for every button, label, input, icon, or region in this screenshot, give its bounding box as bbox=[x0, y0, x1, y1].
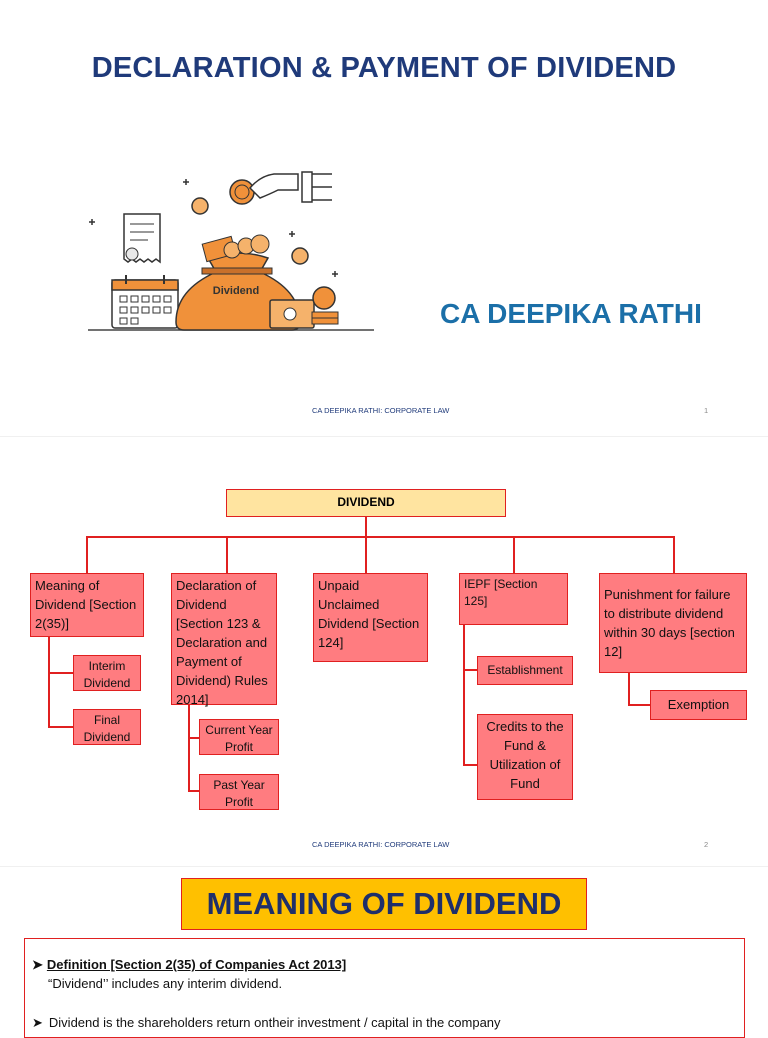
establishment-box: Establishment bbox=[477, 656, 573, 685]
arrow-bullet-icon: ➤ bbox=[32, 1015, 43, 1030]
past-year-profit-box: Past Year Profit bbox=[199, 774, 279, 810]
dividend-money-bag-icon: Dividend bbox=[88, 171, 374, 331]
interim-dividend-box: Interim Dividend bbox=[73, 655, 141, 691]
connector-line bbox=[188, 705, 190, 791]
bag-label: Dividend bbox=[213, 285, 259, 297]
banknote-icon bbox=[269, 286, 339, 329]
slide2-footer: CA DEEPIKA RATHI: CORPORATE LAW bbox=[312, 840, 450, 849]
definition-heading: ➤Definition [Section 2(35) of Companies … bbox=[32, 957, 347, 972]
slide1-title: DECLARATION & PAYMENT OF DIVIDEND bbox=[91, 52, 677, 84]
connector-line bbox=[48, 637, 50, 727]
connector-line bbox=[86, 536, 674, 538]
connector-line bbox=[673, 536, 675, 574]
connector-line bbox=[86, 536, 88, 574]
connector-line bbox=[513, 536, 515, 574]
slide-divider bbox=[0, 436, 768, 437]
bullet-return: ➤Dividend is the shareholders return ont… bbox=[32, 1015, 501, 1030]
branch-iepf-box: IEPF [Section 125] bbox=[459, 573, 568, 625]
connector-line bbox=[48, 672, 74, 674]
connector-line bbox=[463, 669, 478, 671]
slide1-page-number: 1 bbox=[704, 406, 709, 415]
connector-line bbox=[628, 673, 630, 705]
branch-punishment-box: Punishment for failure to distribute div… bbox=[599, 573, 747, 673]
connector-line bbox=[188, 737, 200, 739]
meaning-title-banner: MEANING OF DIVIDEND bbox=[181, 878, 587, 930]
connector-line bbox=[365, 536, 367, 574]
branch-declaration-box: Declaration of Dividend [Section 123 & D… bbox=[171, 573, 277, 707]
exemption-box: Exemption bbox=[650, 690, 747, 720]
final-dividend-box: Final Dividend bbox=[73, 709, 141, 745]
dividend-root-box: DIVIDEND bbox=[226, 489, 506, 517]
definition-text: “Dividend’’ includes any interim dividen… bbox=[48, 976, 283, 991]
connector-line bbox=[628, 704, 651, 706]
branch-unpaid-box: Unpaid Unclaimed Dividend [Section 124] bbox=[313, 573, 428, 662]
connector-line bbox=[463, 764, 478, 766]
slide1-footer: CA DEEPIKA RATHI: CORPORATE LAW bbox=[312, 406, 450, 415]
hand-icon bbox=[248, 173, 299, 199]
connector-line bbox=[365, 517, 367, 537]
arrow-bullet-icon: ➤ bbox=[32, 957, 43, 972]
connector-line bbox=[226, 536, 228, 574]
coin-icon bbox=[191, 179, 309, 265]
slide2-page-number: 2 bbox=[704, 840, 709, 849]
slide-divider bbox=[0, 866, 768, 867]
connector-line bbox=[463, 625, 465, 765]
current-year-profit-box: Current Year Profit bbox=[199, 719, 279, 755]
receipt-icon bbox=[123, 213, 161, 264]
credits-fund-box: Credits to the Fund & Utilization of Fun… bbox=[477, 714, 573, 800]
calendar-icon bbox=[111, 275, 179, 329]
connector-line bbox=[188, 790, 200, 792]
connector-line bbox=[48, 726, 74, 728]
author-name: CA DEEPIKA RATHI bbox=[440, 298, 702, 329]
branch-meaning-box: Meaning of Dividend [Section 2(35)] bbox=[30, 573, 144, 637]
